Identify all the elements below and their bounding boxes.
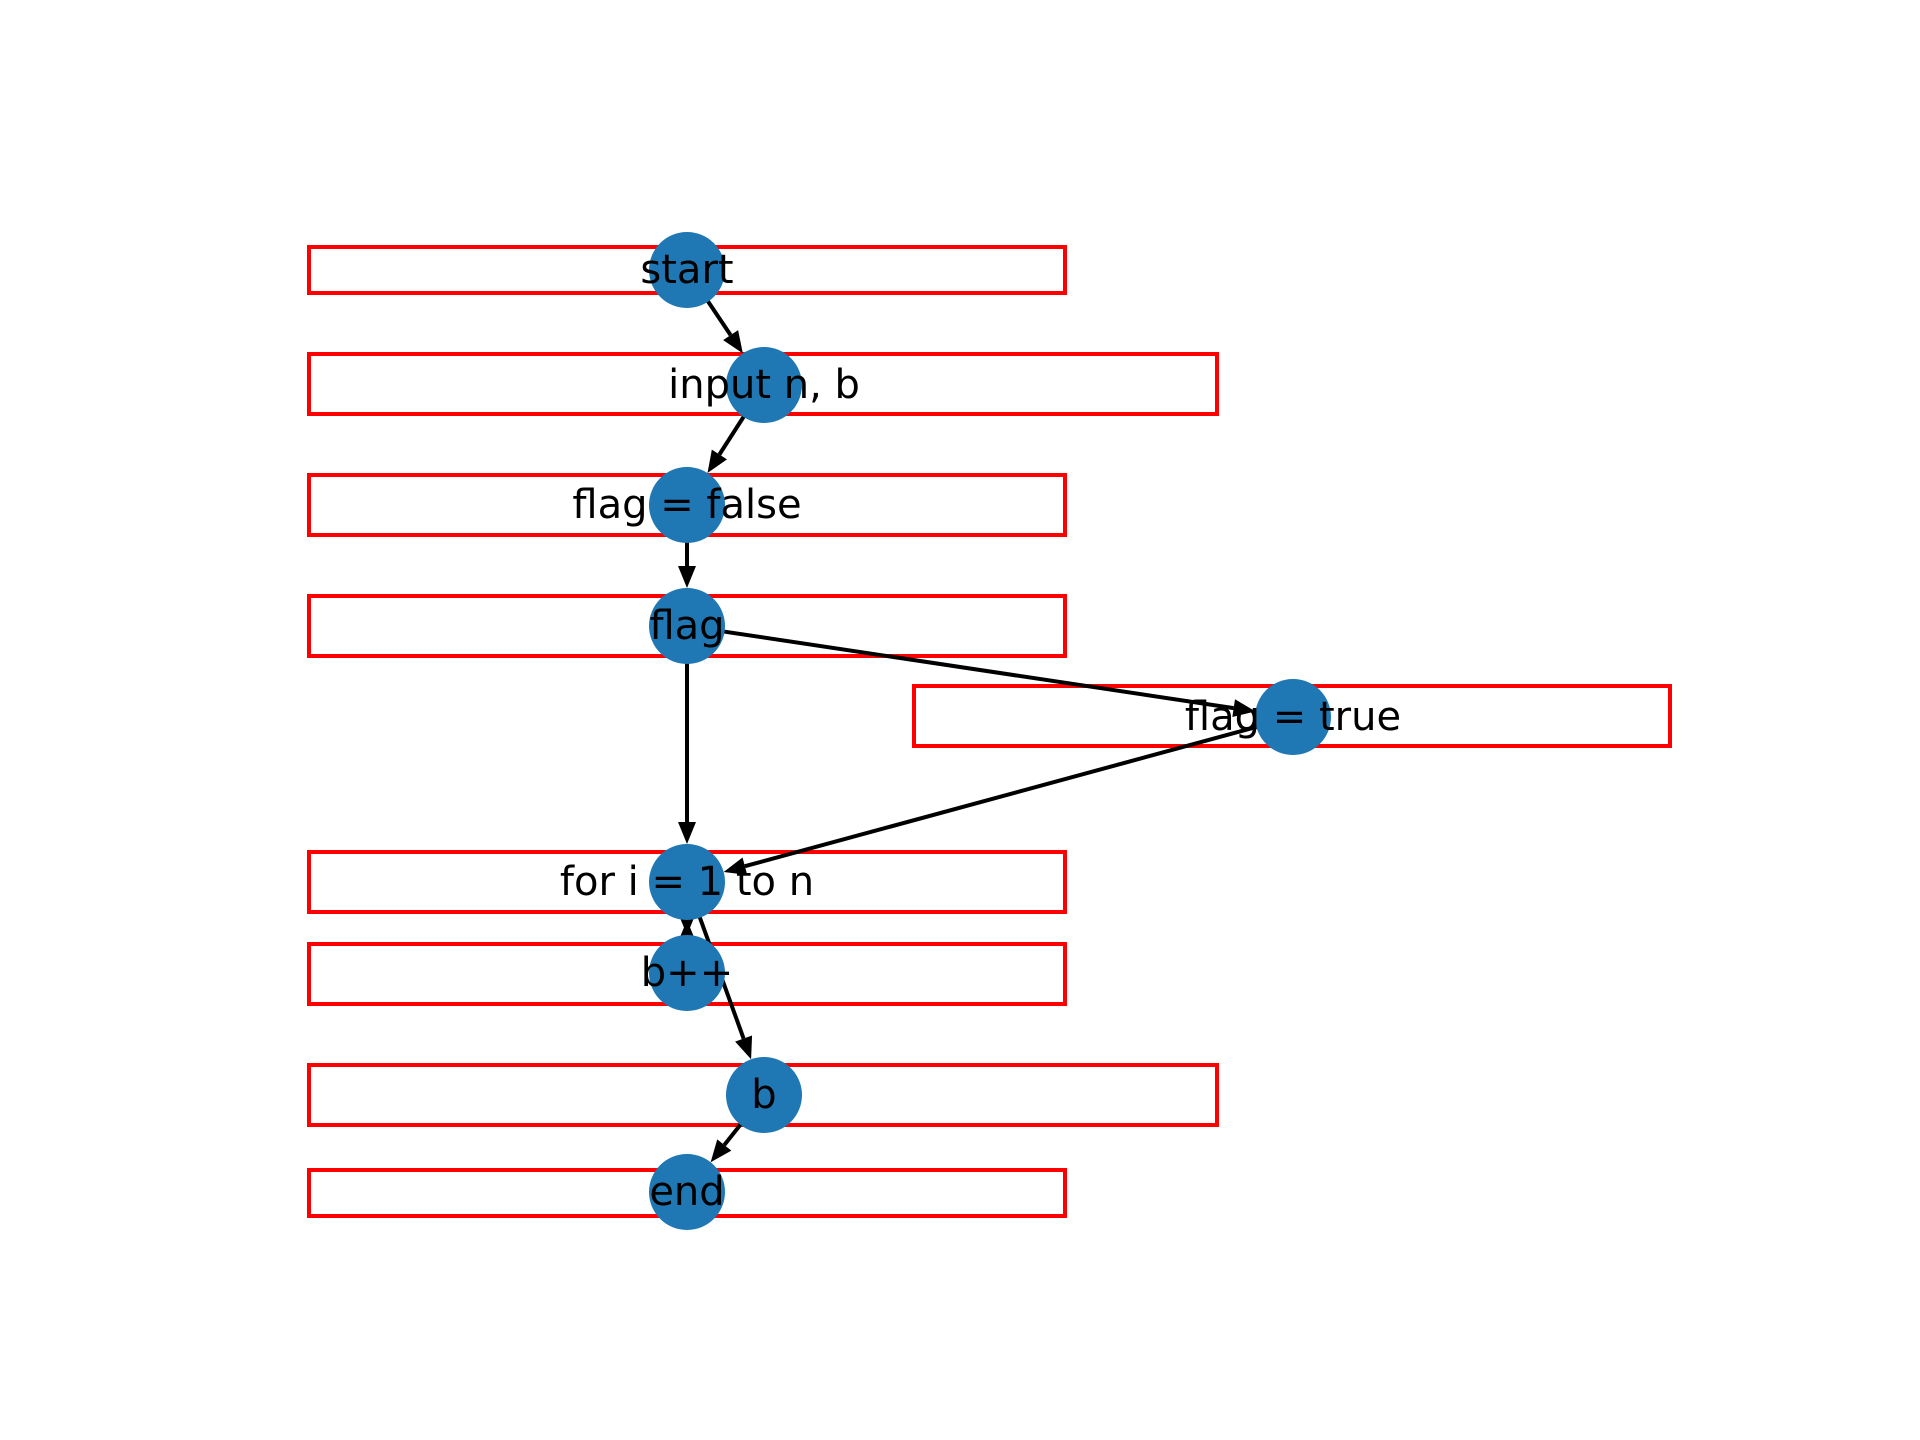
arrowhead-flag_true-to-for_loop (723, 857, 748, 875)
node-label-b_out: b (751, 1072, 776, 1118)
arrowhead-b_out-to-end (710, 1139, 732, 1163)
node-b_inc (649, 935, 725, 1011)
node-labels: start input n, b flag = false flag flag = tr… (560, 247, 1401, 1215)
node-label-end: end (649, 1169, 724, 1215)
node-label-input: input n, b (668, 362, 860, 408)
arrowhead-flag-to-for_loop (678, 822, 696, 844)
node-label-flag_false: flag = false (572, 482, 801, 528)
edge-flag-to-flag_true (720, 629, 1234, 711)
node-boxes (307, 245, 1672, 1218)
arrowhead-start-to-input (723, 330, 743, 354)
edge-input-to-flag_false (717, 412, 748, 456)
node-label-flag: flag (649, 603, 724, 649)
node-end (649, 1154, 725, 1230)
node-start (649, 232, 725, 308)
node-b_out (726, 1057, 802, 1133)
edge-start-to-input (704, 297, 733, 337)
node-label-for_loop: for i = 1 to n (560, 859, 814, 905)
edges (678, 297, 1261, 1163)
node-label-b_inc: b++ (641, 950, 733, 996)
arrowhead-for_loop-to-b_out (735, 1035, 753, 1060)
nodes (649, 232, 1331, 1230)
arrowhead-flag_false-to-flag (678, 566, 696, 588)
arrowhead-flag-to-flag_true (1232, 699, 1256, 717)
node-for_loop (649, 844, 725, 920)
node-flag (649, 588, 725, 664)
node-label-flag_true: flag = true (1185, 694, 1401, 740)
arrowhead-input-to-flag_false (707, 449, 727, 474)
node-label-start: start (640, 247, 733, 293)
node-flag_false (649, 467, 725, 543)
node-input (726, 347, 802, 423)
edge-b_out-to-end (722, 1120, 745, 1147)
edge-flag_true-to-for_loop (744, 724, 1261, 869)
node-flag_true (1255, 679, 1331, 755)
